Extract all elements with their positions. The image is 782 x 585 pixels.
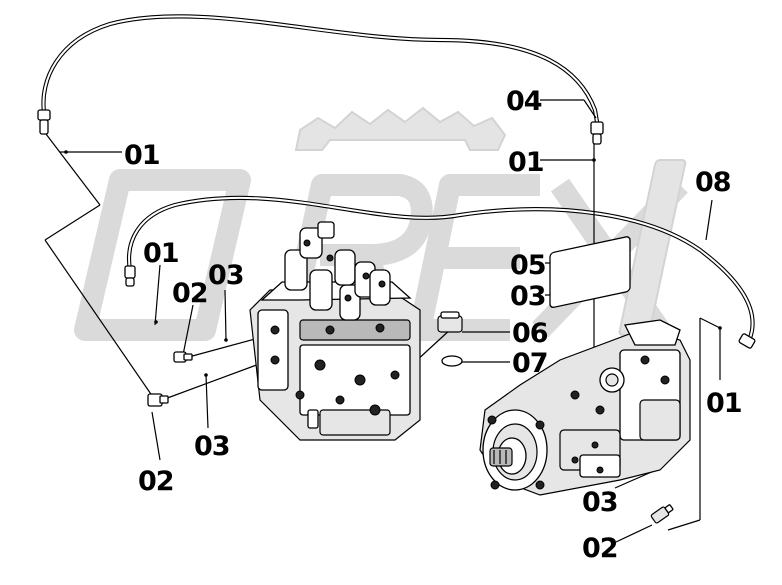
callout-label-02: 02 [582, 533, 618, 564]
callout-label-08: 08 [695, 167, 731, 198]
callout-label-06: 06 [512, 318, 548, 349]
control-valve-block [249, 221, 421, 441]
callout-label-07: 07 [512, 348, 548, 379]
elbow-fitting-icon [147, 393, 169, 407]
callout-label-03: 03 [582, 487, 618, 518]
hydraulic-pump [479, 236, 691, 496]
o-ring-icon [441, 355, 463, 367]
callout-label-02: 02 [138, 466, 174, 497]
callout-labels: 01 04 01 08 01 02 03 05 03 06 07 01 02 0… [124, 86, 743, 564]
hose-04-end-fitting-right [590, 121, 604, 135]
callout-label-03: 03 [208, 260, 244, 291]
callout-label-02: 02 [172, 278, 208, 309]
elbow-fitting-icon [173, 351, 193, 363]
watermark-letter-e [409, 174, 540, 341]
watermark-gear-icon [294, 106, 507, 151]
straight-connector-icon [650, 504, 674, 524]
hose-04-end-fitting-left [37, 109, 51, 121]
fittings [147, 257, 674, 524]
callout-label-01: 01 [508, 147, 544, 178]
callout-label-05: 05 [510, 250, 546, 281]
watermark-letter-o [74, 169, 251, 341]
callout-label-01: 01 [706, 388, 742, 419]
callout-label-04: 04 [506, 86, 542, 117]
callout-label-01: 01 [124, 140, 160, 171]
callout-label-01: 01 [143, 238, 179, 269]
hose-08 [124, 195, 756, 349]
solenoid-icon [284, 221, 391, 321]
callout-label-03: 03 [194, 431, 230, 462]
hose-08-end-fitting-left [124, 265, 136, 279]
plug-icon [437, 311, 463, 333]
hose-08-end-fitting-right [738, 333, 756, 349]
hose-04 [37, 14, 604, 145]
callout-label-03: 03 [510, 281, 546, 312]
